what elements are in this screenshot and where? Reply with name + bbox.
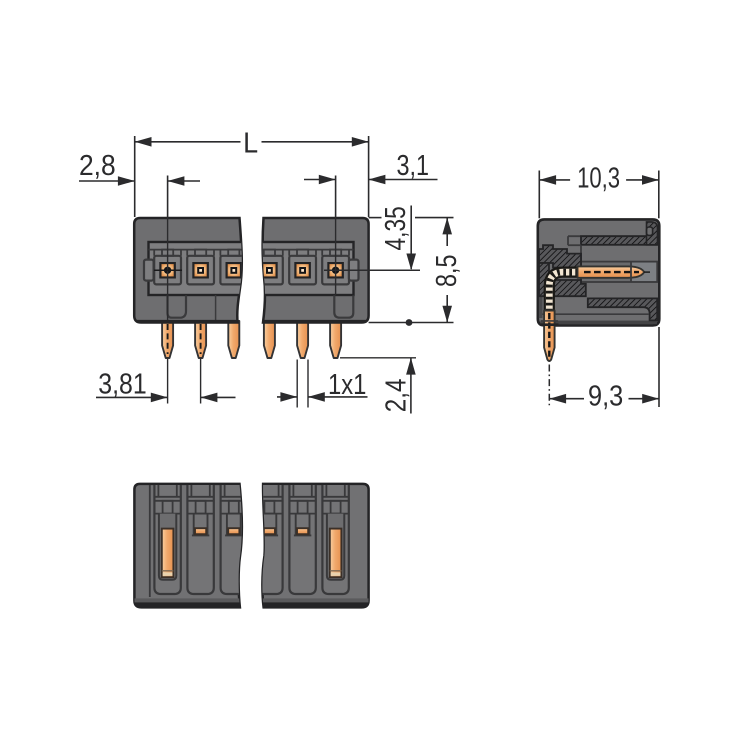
svg-text:2,8: 2,8 xyxy=(79,150,116,182)
svg-text:3,81: 3,81 xyxy=(98,368,146,400)
svg-text:3,1: 3,1 xyxy=(397,150,430,182)
svg-text:4,35: 4,35 xyxy=(380,206,412,250)
svg-text:9,3: 9,3 xyxy=(588,381,623,413)
svg-text:L: L xyxy=(243,128,258,160)
svg-text:10,3: 10,3 xyxy=(577,163,620,195)
svg-text:1x1: 1x1 xyxy=(328,369,366,401)
svg-text:8,5: 8,5 xyxy=(431,255,463,288)
svg-text:2,4: 2,4 xyxy=(381,379,413,413)
